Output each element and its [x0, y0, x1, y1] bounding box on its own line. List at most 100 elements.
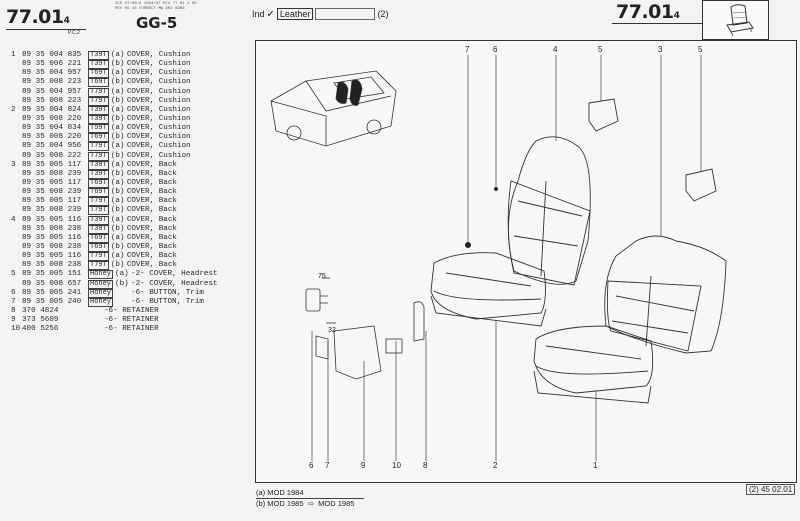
- callout-b8: 8: [423, 461, 428, 470]
- variant: [88, 307, 104, 316]
- trim-code: T79T: [88, 151, 109, 161]
- part-description: -6- BUTTON, Trim: [131, 297, 204, 306]
- header-tiny-print: ICS 27/09/4 1994/07 PC2 77 01 4 05 REV 0…: [115, 2, 197, 12]
- part-description: COVER, Cushion: [126, 51, 191, 59]
- variant: (b): [110, 78, 125, 87]
- part-description: COVER, Cushion: [126, 151, 191, 160]
- part-ref-number: [11, 261, 22, 270]
- variant: (b): [110, 224, 125, 233]
- part-description: COVER, Back: [126, 233, 177, 242]
- legend-mod-b-row: (b) MOD 1985 ⇨ MOD 1985: [256, 499, 364, 509]
- part-ref-number: [11, 115, 22, 124]
- trim-code: T69T: [88, 242, 109, 252]
- section-code-main: 77.01: [6, 6, 64, 28]
- trim-code: T79T: [88, 197, 109, 207]
- variant: (a): [115, 270, 129, 279]
- section-code-sub: 4: [63, 16, 70, 26]
- variant: (b): [110, 114, 125, 123]
- legend-mod-b: (b) MOD 1985: [256, 499, 304, 508]
- part-description: COVER, Back: [126, 224, 177, 233]
- callout-5a: 5: [598, 45, 603, 54]
- part-description: COVER, Back: [126, 160, 177, 169]
- part-description: COVER, Cushion: [126, 96, 191, 105]
- part-ref-number: [11, 243, 22, 252]
- spec-strip: Ind ✓ Leather (2): [252, 8, 388, 20]
- part-number: 89 35 004 957: [22, 87, 82, 96]
- part-number: 370 4824: [22, 306, 59, 315]
- variant: (a): [110, 252, 125, 261]
- part-description: COVER, Cushion: [126, 133, 191, 142]
- part-ref-number: [11, 152, 22, 161]
- variant: [88, 316, 104, 325]
- part-number: 89 35 008 239: [22, 169, 82, 178]
- section-code-note: P.C.2: [68, 30, 80, 36]
- part-description: COVER, Cushion: [126, 78, 191, 87]
- part-ref-number: [11, 179, 22, 188]
- part-description: COVER, Back: [126, 252, 177, 261]
- legend-mod-a: (a) MOD 1984: [256, 488, 364, 499]
- part-ref-number: [11, 234, 22, 243]
- part-ref-number: 8: [11, 306, 16, 315]
- right-code-sub: 4: [673, 11, 680, 21]
- part-ref-number: [11, 60, 22, 69]
- callout-b7: 7: [325, 461, 330, 470]
- trim-code: Honey: [88, 279, 114, 289]
- header-underline-right: [612, 23, 702, 24]
- variant: (b): [110, 60, 125, 69]
- trim-code: T69T: [88, 69, 109, 79]
- part-ref-number: 7: [11, 297, 16, 306]
- dimension-32: 32: [328, 327, 336, 334]
- part-number: 89 35 008 220: [22, 133, 82, 142]
- part-number: 89 35 004 834: [22, 124, 82, 133]
- seat-thumbnail-icon: [726, 4, 754, 37]
- callout-b9: 9: [361, 461, 366, 470]
- trim-code: T69T: [88, 188, 109, 198]
- car-inset-illustration: [270, 70, 397, 147]
- trim-code: T39T: [88, 51, 109, 60]
- part-description: -6- RETAINER: [104, 325, 159, 334]
- variant: (a): [110, 233, 125, 242]
- trim-code: Honey: [88, 270, 114, 280]
- part-ref-number: [11, 280, 22, 289]
- part-number: 89 35 008 222: [22, 151, 82, 160]
- part-description: COVER, Cushion: [126, 69, 191, 78]
- callout-b1: 1: [593, 461, 598, 470]
- part-ref-number: 1: [11, 51, 16, 59]
- variant: (a): [110, 142, 125, 151]
- part-description: COVER, Back: [126, 206, 177, 215]
- trim-code: T79T: [88, 87, 109, 97]
- part-ref-number: [11, 252, 22, 261]
- trim-code: T39T: [88, 105, 109, 115]
- spec-note: (2): [377, 9, 389, 19]
- part-description: COVER, Back: [126, 188, 177, 197]
- callout-5b: 5: [698, 45, 703, 54]
- trim-code: T69T: [88, 78, 109, 88]
- right-code-main: 77.01: [616, 1, 674, 23]
- variant: (b): [115, 279, 129, 288]
- left-seat-illustration: [430, 136, 591, 327]
- variant: (a): [110, 215, 125, 224]
- part-number: 89 35 005 116: [22, 233, 82, 242]
- part-description: COVER, Cushion: [126, 87, 191, 96]
- part-number: 89 35 004 957: [22, 69, 82, 78]
- part-description: COVER, Cushion: [126, 124, 191, 133]
- part-ref-number: 9: [11, 316, 16, 325]
- part-description: COVER, Back: [126, 169, 177, 178]
